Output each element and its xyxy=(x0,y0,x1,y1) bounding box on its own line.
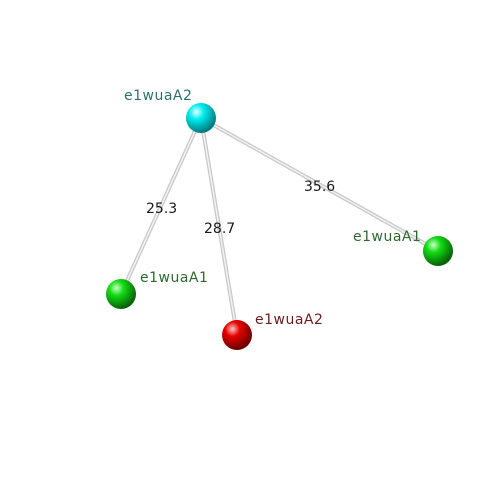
node-left-sphere[interactable] xyxy=(106,279,136,309)
node-right-sphere[interactable] xyxy=(423,236,453,266)
node-right[interactable]: e1wuaA1 xyxy=(353,229,453,266)
node-left[interactable]: e1wuaA1 xyxy=(106,270,208,309)
edges-group xyxy=(119,116,440,337)
node-top-label: e1wuaA2 xyxy=(124,88,192,104)
edge-top-left-highlight xyxy=(120,117,202,295)
node-bottom-label: e1wuaA2 xyxy=(255,312,323,328)
node-top-sphere[interactable] xyxy=(186,103,216,133)
node-top[interactable]: e1wuaA2 xyxy=(124,88,216,133)
edge-label-top-right: 35.6 xyxy=(304,179,335,195)
edge-label-top-left: 25.3 xyxy=(146,201,177,217)
node-left-label: e1wuaA1 xyxy=(140,270,208,286)
node-bottom[interactable]: e1wuaA2 xyxy=(222,312,323,350)
node-right-label: e1wuaA1 xyxy=(353,229,421,245)
edge-top-bottom-highlight xyxy=(200,117,238,336)
node-bottom-sphere[interactable] xyxy=(222,320,252,350)
edge-label-top-bottom: 28.7 xyxy=(204,221,235,237)
edge-top-right-highlight xyxy=(200,117,439,252)
